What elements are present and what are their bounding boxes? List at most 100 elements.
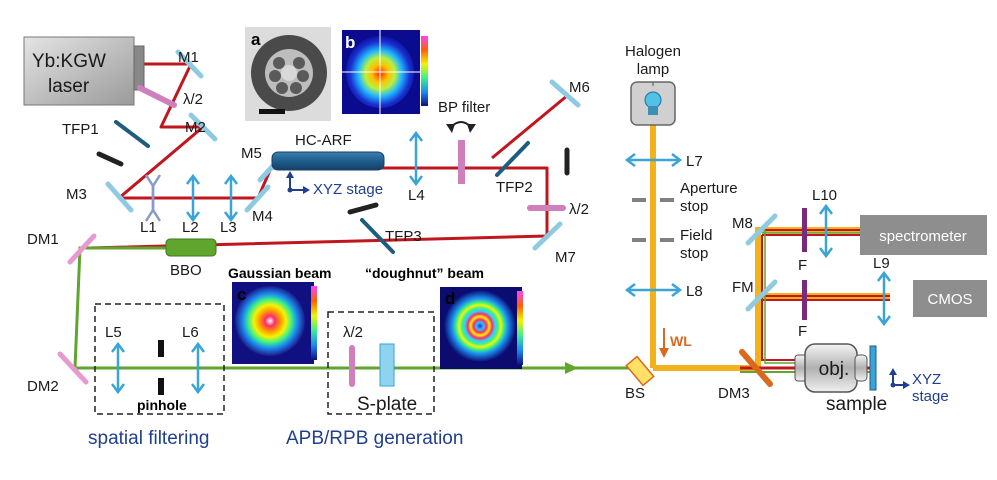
dichroic-dm1 <box>67 233 97 265</box>
label-m2: M2 <box>185 119 206 136</box>
mirror-m6 <box>549 79 581 108</box>
lens-l7 <box>624 153 683 167</box>
label-l8: L8 <box>686 283 703 300</box>
label-l5: L5 <box>105 324 122 341</box>
laser-label-2: laser <box>48 76 90 97</box>
objective-lens: obj. <box>794 343 868 393</box>
label-f-lower: F <box>798 323 807 340</box>
dichroic-mirrors <box>57 233 97 385</box>
label-l3: L3 <box>220 219 237 236</box>
dichroic-dm3 <box>739 349 773 387</box>
label-field-2: stop <box>680 245 708 262</box>
lenses <box>111 130 891 395</box>
wl-arrow <box>659 328 669 358</box>
label-m4: M4 <box>252 208 273 225</box>
sample-slide <box>869 345 877 391</box>
label-dm2: DM2 <box>27 378 59 395</box>
label-xyz-stage: XYZ stage <box>313 181 383 198</box>
label-field-1: Field <box>680 227 713 244</box>
label-bp-filter: BP filter <box>438 99 490 116</box>
label-half-wave-2: λ/2 <box>569 201 589 218</box>
spectrometer-box: spectrometer <box>860 215 987 255</box>
green-beam-path <box>73 246 645 370</box>
green-beam-arrow <box>565 362 578 374</box>
label-xyz: XYZ <box>912 371 941 388</box>
half-wave-plate-1 <box>137 85 177 108</box>
lens-l8 <box>624 283 683 297</box>
label-m6: M6 <box>569 79 590 96</box>
label-l1: L1 <box>140 219 157 236</box>
label-spatial-filtering: spatial filtering <box>88 428 209 449</box>
label-l10: L10 <box>812 187 837 204</box>
half-wave-plates <box>137 85 566 387</box>
xyz-stage-axes <box>286 171 310 194</box>
label-dm1: DM1 <box>27 231 59 248</box>
tfp1-block <box>96 151 124 167</box>
label-stage: stage <box>912 388 949 405</box>
hc-arf-fiber <box>271 151 385 171</box>
laser-label-1: Yb:KGW <box>32 51 106 72</box>
spatial-filter-box <box>94 303 225 415</box>
halogen-lamp <box>630 81 676 126</box>
beam-splitter <box>625 355 655 387</box>
cmos-box: CMOS <box>913 280 987 317</box>
label-pinhole: pinhole <box>137 397 187 413</box>
label-l6: L6 <box>182 324 199 341</box>
label-tfp1: TFP1 <box>62 121 99 138</box>
inset-d-label: d <box>445 289 455 308</box>
tfp3 <box>360 218 395 254</box>
label-half-wave-1: λ/2 <box>183 91 203 108</box>
inset-b-label: b <box>345 33 355 52</box>
label-l9: L9 <box>873 255 890 272</box>
label-m3: M3 <box>66 186 87 203</box>
lens-l4 <box>409 130 423 187</box>
tfp2 <box>495 141 530 177</box>
inset-c-label: c <box>237 285 246 304</box>
lens-l5 <box>111 341 125 395</box>
lens-l6 <box>191 341 205 395</box>
label-bbo: BBO <box>170 262 202 279</box>
filters-f <box>802 208 807 320</box>
label-gaussian-beam: Gaussian beam <box>228 265 332 281</box>
label-l7: L7 <box>686 153 703 170</box>
objective-label: obj. <box>819 359 850 380</box>
inset-d-doughnut: d <box>440 287 523 369</box>
label-halogen-2: lamp <box>637 61 670 78</box>
mirror-m7 <box>532 221 563 251</box>
laser-box: Yb:KGW laser <box>23 36 145 106</box>
mirror-m1 <box>175 49 204 79</box>
mirrors <box>105 49 778 312</box>
label-dm3: DM3 <box>718 385 750 402</box>
mirror-m2 <box>188 112 218 142</box>
mirror-fm <box>745 279 778 312</box>
inset-b-mode-image: b <box>342 30 428 114</box>
bp-filter <box>446 121 476 184</box>
label-tfp3: TFP3 <box>385 228 422 245</box>
bbo-crystal <box>165 238 217 257</box>
stops <box>632 198 674 242</box>
lens-l1 <box>144 174 162 222</box>
label-s-plate: S-plate <box>357 394 417 415</box>
lens-l9 <box>877 270 891 327</box>
label-fm: FM <box>732 279 754 296</box>
label-m7: M7 <box>555 249 576 266</box>
tfp3-block <box>347 202 379 215</box>
label-aperture-2: stop <box>680 198 708 215</box>
inset-c-gaussian: c <box>232 282 317 364</box>
lens-l3 <box>224 173 238 223</box>
dichroic-dm2 <box>57 351 89 385</box>
label-sample: sample <box>826 394 887 415</box>
inset-a-fiber-photo: a <box>245 27 331 121</box>
mirror-m4 <box>244 184 271 213</box>
label-doughnut-beam: “doughnut” beam <box>365 265 484 281</box>
label-hc-arf: HC-ARF <box>295 132 352 149</box>
label-bs: BS <box>625 385 645 402</box>
s-plate <box>379 343 395 387</box>
label-m8: M8 <box>732 215 753 232</box>
lens-l10 <box>819 203 833 259</box>
ir-beam-path <box>87 62 569 250</box>
mirror-m8 <box>745 213 778 246</box>
label-l4: L4 <box>408 187 425 204</box>
label-f-upper: F <box>798 257 807 274</box>
